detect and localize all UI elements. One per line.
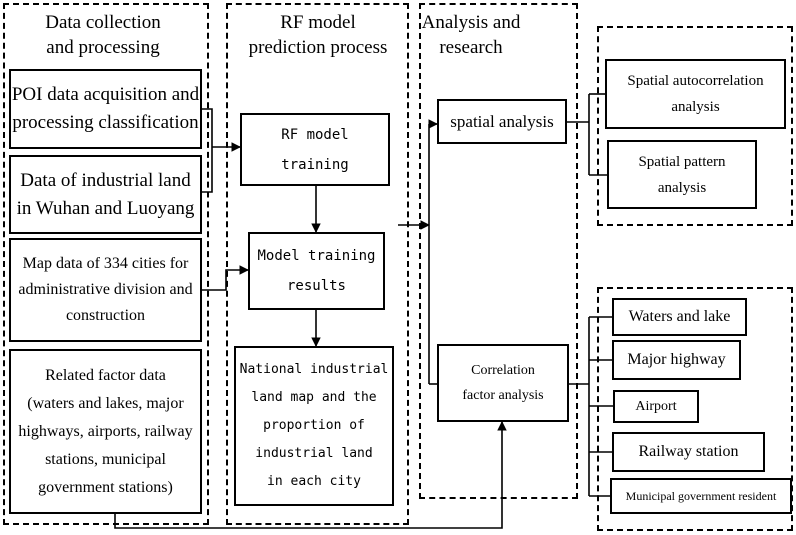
map-data-box: Map data of 334 cities for administrativ… bbox=[9, 238, 202, 342]
municipal-government-label: Municipal government resident bbox=[625, 489, 777, 503]
rf-model-frame bbox=[226, 3, 409, 525]
spatial-analysis-label: spatial analysis bbox=[450, 111, 554, 131]
poi-data-box: POI data acquisition and processing clas… bbox=[9, 69, 202, 149]
related-factor-label: Related factor data (waters and lakes, m… bbox=[18, 366, 193, 496]
waters-lake-label: Waters and lake bbox=[628, 308, 731, 325]
railway-station-box: Railway station bbox=[612, 432, 765, 472]
major-highway-label: Major highway bbox=[627, 351, 726, 368]
major-highway-box: Major highway bbox=[612, 340, 741, 380]
spatial-pattern-label: Spatial pattern analysis bbox=[638, 153, 726, 196]
poi-connector bbox=[202, 108, 213, 193]
rf-training-box: RF model training bbox=[240, 113, 390, 186]
national-map-box: National industrial land map and the pro… bbox=[234, 346, 394, 506]
spatial-autocorrelation-box: Spatial autocorrelation analysis bbox=[605, 59, 786, 129]
data-collection-title: Data collection and processing bbox=[45, 12, 161, 58]
model-results-box: Model training results bbox=[248, 232, 385, 310]
factors-to-correlation-arrow bbox=[114, 421, 507, 529]
railway-station-label: Railway station bbox=[638, 443, 739, 460]
industrial-land-label: Data of industrial land in Wuhan and Luo… bbox=[16, 169, 195, 219]
poi-data-label: POI data acquisition and processing clas… bbox=[11, 84, 200, 133]
map-data-label: Map data of 334 cities for administrativ… bbox=[18, 255, 193, 324]
analysis-title: Analysis and research bbox=[421, 12, 521, 58]
airport-label: Airport bbox=[635, 398, 677, 414]
analysis-frame bbox=[419, 3, 578, 499]
airport-box: Airport bbox=[613, 390, 699, 423]
spatial-analysis-box: spatial analysis bbox=[437, 99, 567, 144]
factor-group-frame bbox=[597, 287, 793, 531]
correlation-analysis-box: Correlation factor analysis bbox=[437, 344, 569, 422]
data-collection-frame bbox=[3, 3, 209, 525]
rf-model-title: RF model prediction process bbox=[248, 12, 388, 58]
related-factor-box: Related factor data (waters and lakes, m… bbox=[9, 349, 202, 514]
spatial-group-frame bbox=[597, 26, 793, 226]
correlation-analysis-label: Correlation factor analysis bbox=[462, 363, 544, 403]
rf-training-label: RF model training bbox=[281, 126, 349, 173]
model-results-label: Model training results bbox=[257, 248, 376, 294]
spatial-pattern-box: Spatial pattern analysis bbox=[607, 140, 757, 209]
national-map-label: National industrial land map and the pro… bbox=[239, 362, 389, 489]
municipal-government-box: Municipal government resident bbox=[610, 478, 792, 514]
spatial-autocorrelation-label: Spatial autocorrelation analysis bbox=[627, 73, 764, 115]
waters-lake-box: Waters and lake bbox=[612, 298, 747, 336]
industrial-land-box: Data of industrial land in Wuhan and Luo… bbox=[9, 155, 202, 234]
map-to-results-arrow bbox=[202, 265, 249, 291]
